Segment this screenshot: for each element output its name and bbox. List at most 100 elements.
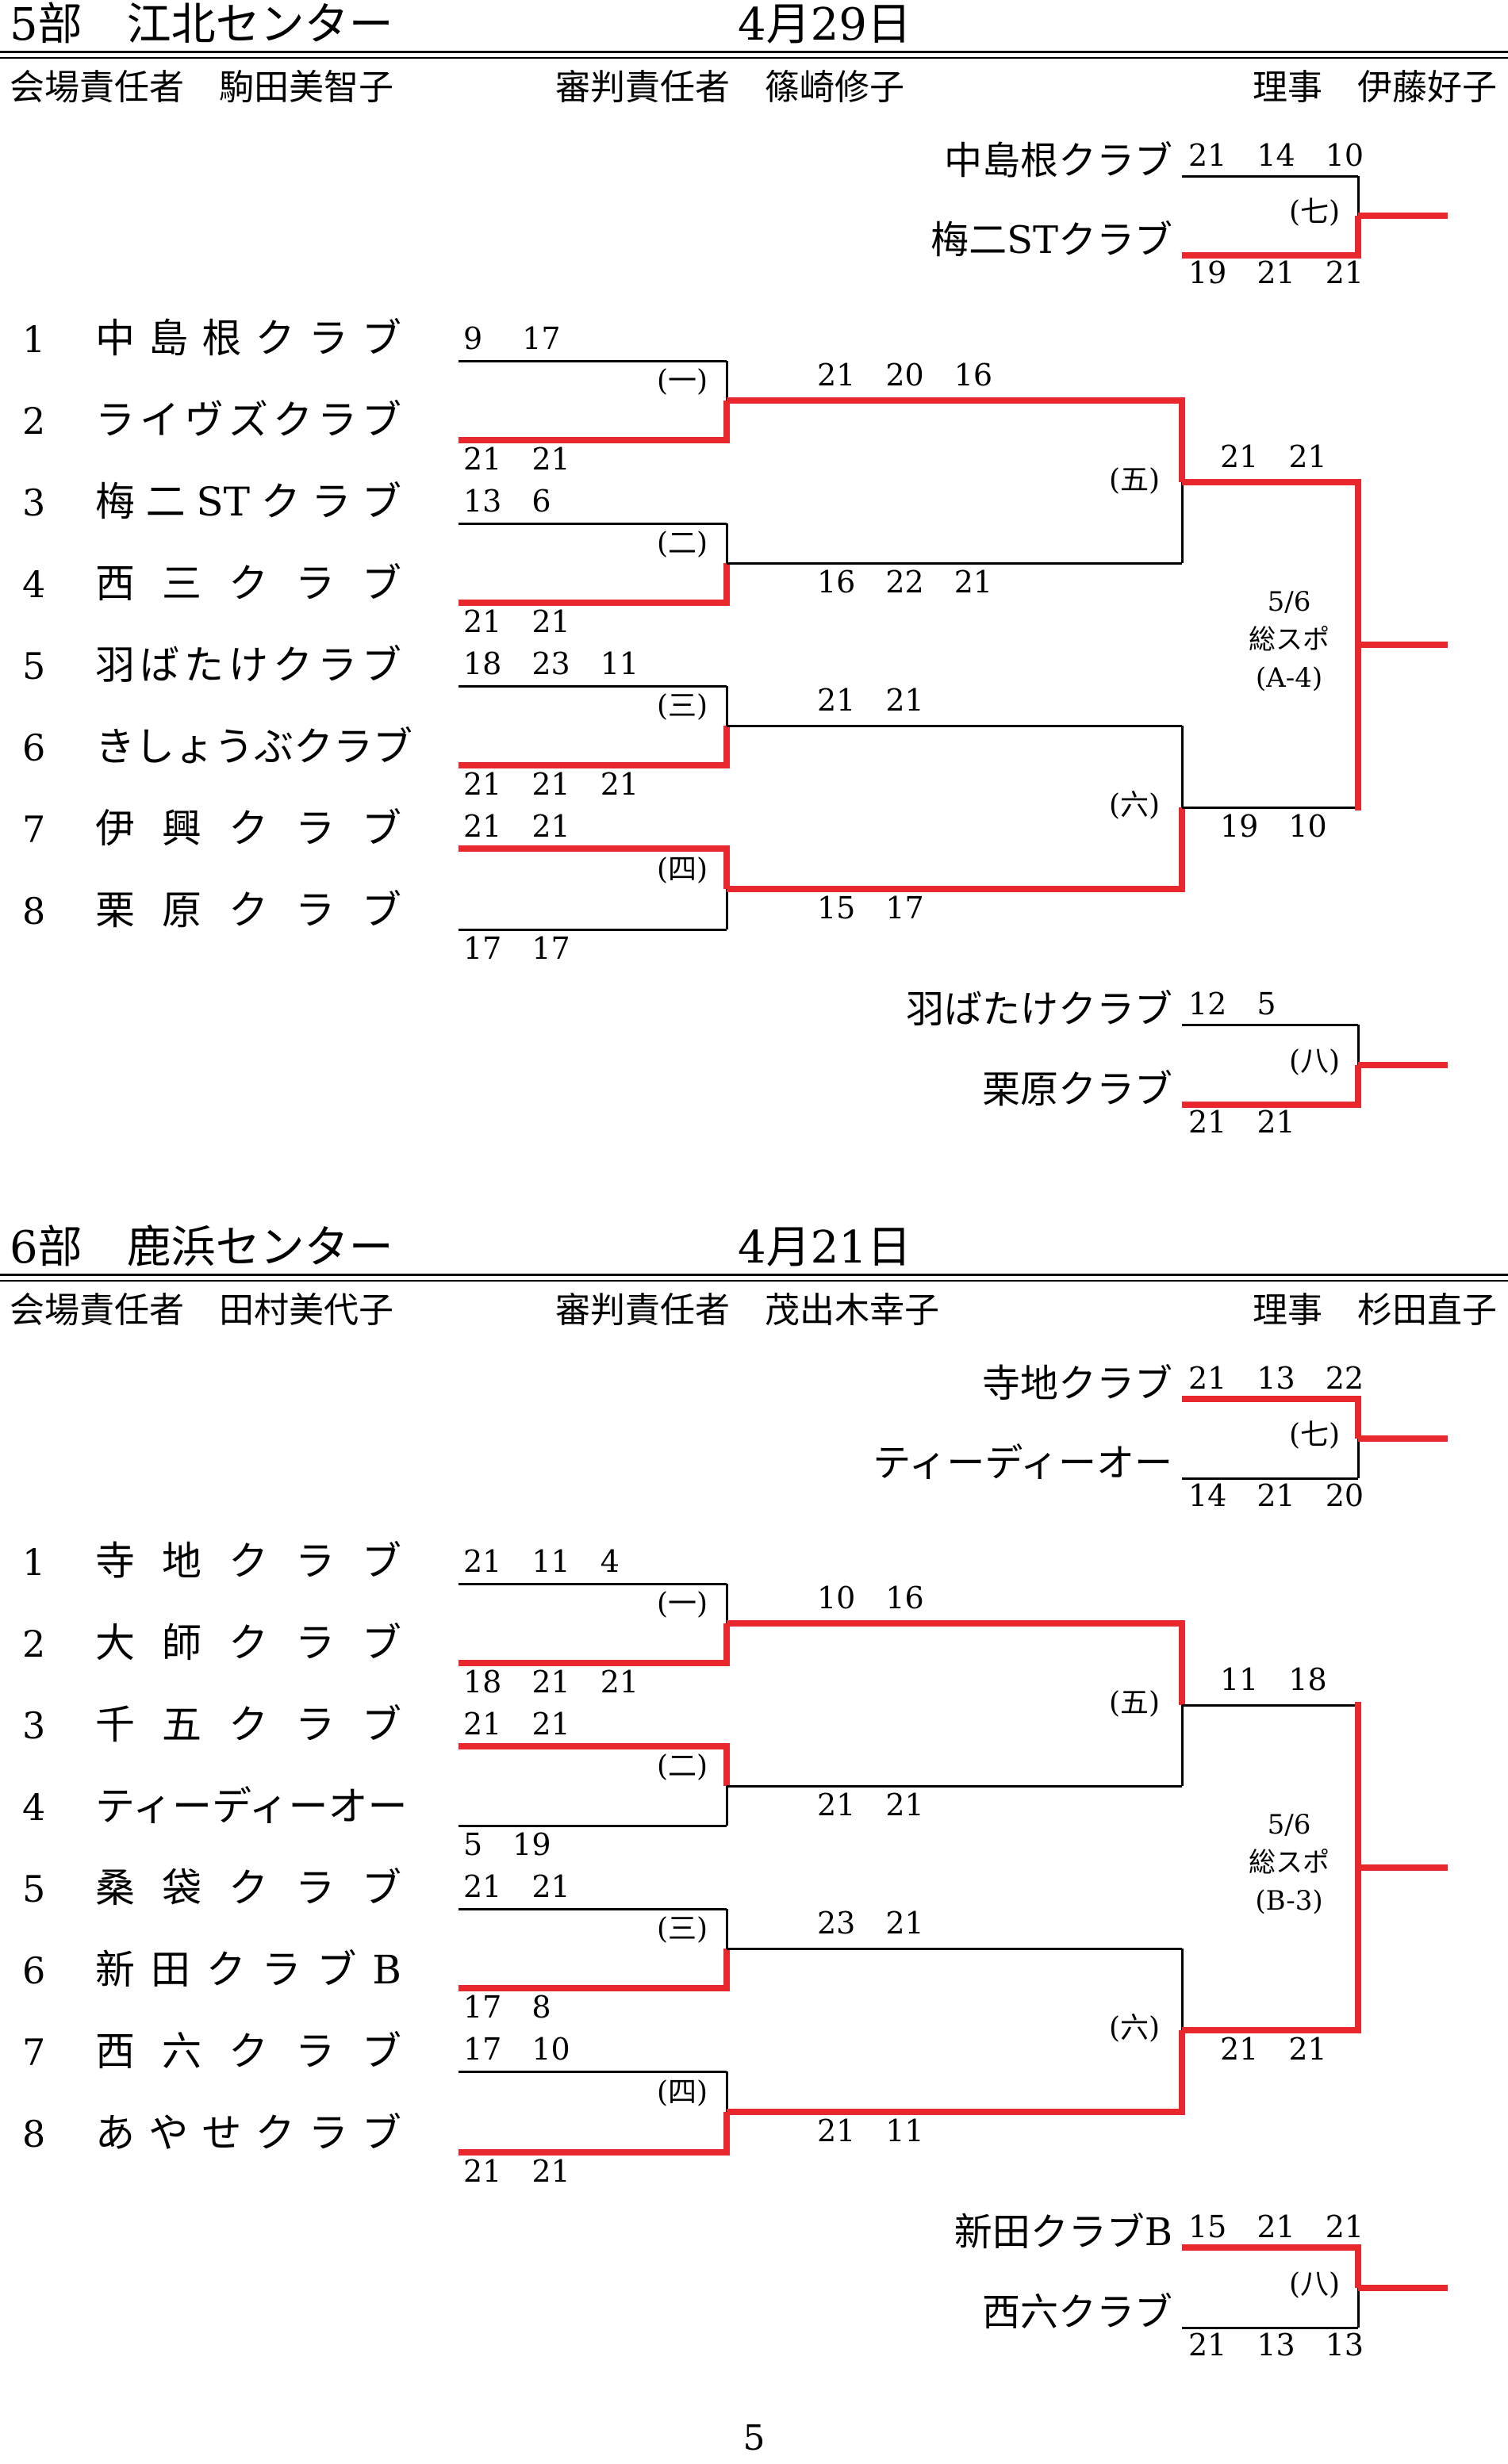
bracket-line (459, 1825, 727, 1827)
header-rule (0, 1274, 1508, 1276)
bracket-line (727, 397, 1182, 404)
match-score: 21 21 (463, 1869, 570, 1904)
match-label: (六) (1108, 2012, 1161, 2044)
player-number: 5 (22, 645, 46, 688)
bracket-line (1357, 2288, 1360, 2328)
header-rule (0, 57, 1508, 59)
match-score: 21 13 13 (1188, 2328, 1364, 2362)
bracket-line (723, 2112, 730, 2156)
bracket-line (1181, 482, 1184, 563)
bracket-line (459, 1985, 727, 1991)
bracket-line (1182, 252, 1358, 259)
match-score: 10 16 (817, 1581, 924, 1615)
bracket-line (1182, 1396, 1358, 1402)
bracket-line (726, 2071, 728, 2112)
bracket-line (727, 1620, 1182, 1627)
player-number: 3 (22, 1704, 46, 1747)
bracket-line (727, 2109, 1182, 2115)
match-score: 15 21 21 (1188, 2209, 1364, 2244)
bracket-line (1358, 1864, 1448, 1871)
match-label: (五) (1108, 1687, 1161, 1719)
match-score: 17 10 (463, 2032, 570, 2067)
match-score: 17 17 (463, 931, 570, 966)
bracket-line (1355, 1396, 1361, 1439)
bracket-line (1357, 1025, 1360, 1065)
match-score: 21 21 (817, 683, 924, 718)
player-name: 伊興クラブ (95, 806, 401, 852)
bracket-line (726, 523, 728, 563)
bracket-line (1182, 1704, 1358, 1707)
match-label: (七) (1288, 1419, 1341, 1451)
bracket-line (1358, 642, 1448, 648)
match-label: (八) (1288, 2268, 1341, 2301)
bracket-line (1355, 216, 1361, 259)
player-name: きしょうぶクラブ (95, 724, 412, 770)
player-name: あやせクラブ (95, 2110, 401, 2156)
final-venue-line: (B-3) (1255, 1885, 1323, 1917)
bracket-line (727, 562, 1182, 565)
match-score: 17 8 (463, 1990, 551, 2025)
bracket-line (1179, 2030, 1185, 2115)
player-number: 7 (22, 2031, 46, 2074)
header-rule (0, 1280, 1508, 1282)
player-number: 1 (22, 318, 46, 361)
bracket-line (459, 845, 727, 852)
referee-manager: 審判責任者 篠崎修子 (555, 67, 904, 108)
match-score: 12 5 (1188, 987, 1276, 1021)
match-score: 15 17 (817, 891, 924, 925)
bracket-line (1179, 1620, 1185, 1705)
match-score: 21 21 (463, 809, 570, 844)
player-name: 新田クラブB (95, 1947, 401, 1993)
team-name: 新田クラブB (954, 2210, 1172, 2255)
bracket-line (1182, 479, 1358, 485)
match-score: 21 21 (463, 1707, 570, 1742)
bracket-line (1179, 807, 1185, 892)
player-name: 寺地クラブ (95, 1539, 401, 1585)
match-score: 21 21 (1188, 1105, 1295, 1140)
bracket-line (727, 725, 1182, 727)
bracket-line (459, 1908, 727, 1910)
player-number: 4 (22, 563, 46, 606)
team-name: 羽ばたけクラブ (905, 987, 1172, 1032)
player-name: 中島根クラブ (95, 316, 401, 362)
match-score: 9 17 (463, 321, 561, 356)
match-label: (二) (656, 527, 708, 560)
match-label: (三) (656, 690, 708, 722)
bracket-line (1355, 1065, 1361, 1108)
venue-manager: 会場責任者 田村美代子 (10, 1290, 393, 1331)
player-name: 桑袋クラブ (95, 1865, 401, 1911)
match-score: 21 21 21 (463, 767, 639, 802)
bracket-line (726, 686, 728, 726)
match-score: 23 21 (817, 1906, 924, 1941)
bracket-line (459, 762, 727, 768)
bracket-line (727, 1785, 1182, 1788)
bracket-line (1182, 2327, 1358, 2329)
match-date: 4月21日 (738, 1222, 911, 1274)
bracket-line (459, 600, 727, 606)
final-venue-line: 総スポ (1249, 1847, 1330, 1879)
bracket-line (459, 685, 727, 688)
match-score: 21 21 (817, 1788, 924, 1822)
team-name: 梅二STクラブ (931, 218, 1172, 262)
bracket-line (726, 1786, 728, 1826)
match-score: 21 14 10 (1188, 138, 1364, 173)
match-score: 11 18 (1220, 1662, 1327, 1697)
bracket-line (1181, 1705, 1184, 1786)
bracket-line (723, 726, 730, 768)
final-venue-line: 総スポ (1249, 624, 1330, 656)
bracket-line (459, 2149, 727, 2156)
player-number: 4 (22, 1786, 46, 1829)
match-label: (四) (656, 2076, 708, 2109)
player-number: 8 (22, 2113, 46, 2156)
player-number: 8 (22, 890, 46, 933)
bracket-line (459, 1583, 727, 1585)
match-label: (六) (1108, 789, 1161, 822)
bracket-line (459, 523, 727, 525)
bracket-line (459, 1660, 727, 1666)
bracket-line (723, 1623, 730, 1666)
player-number: 2 (22, 1623, 46, 1665)
player-number: 5 (22, 1868, 46, 1910)
